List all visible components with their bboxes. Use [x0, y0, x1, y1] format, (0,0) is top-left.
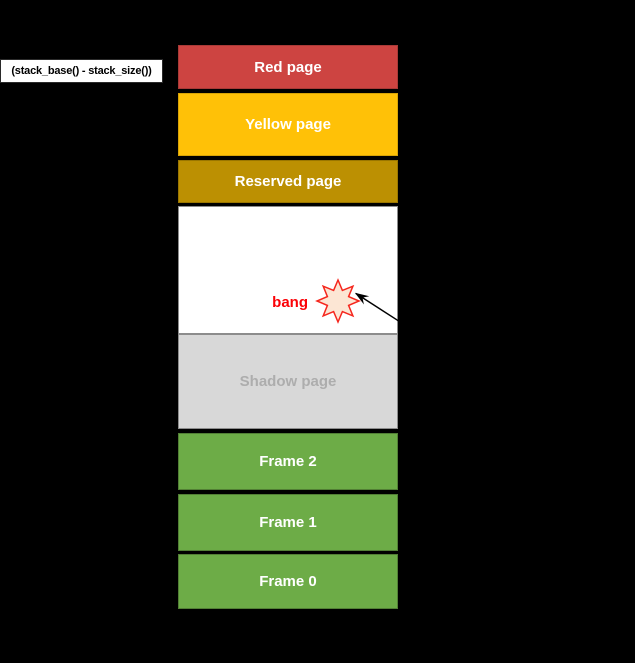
yellow-page-box: Yellow page [178, 93, 398, 156]
frame-2-label: Frame 2 [259, 453, 317, 470]
frame-1-label: Frame 1 [259, 514, 317, 531]
frame-2-box: Frame 2 [178, 433, 398, 490]
reserved-page-label: Reserved page [234, 173, 342, 190]
shadow-page-box: Shadow page [178, 334, 398, 429]
yellow-page-label: Yellow page [245, 116, 331, 133]
red-page-label: Red page [254, 58, 322, 76]
stack-base-address-label: (stack_base() - stack_size()) [0, 59, 163, 83]
fault-page-box [178, 206, 398, 334]
bang-label: bang [272, 294, 308, 311]
red-page-box: Red page [178, 45, 398, 89]
frame-1-box: Frame 1 [178, 494, 398, 551]
frame-0-box: Frame 0 [178, 554, 398, 609]
frame-0-label: Frame 0 [259, 573, 317, 590]
reserved-page-box: Reserved page [178, 160, 398, 203]
shadow-page-label: Shadow page [239, 373, 337, 390]
